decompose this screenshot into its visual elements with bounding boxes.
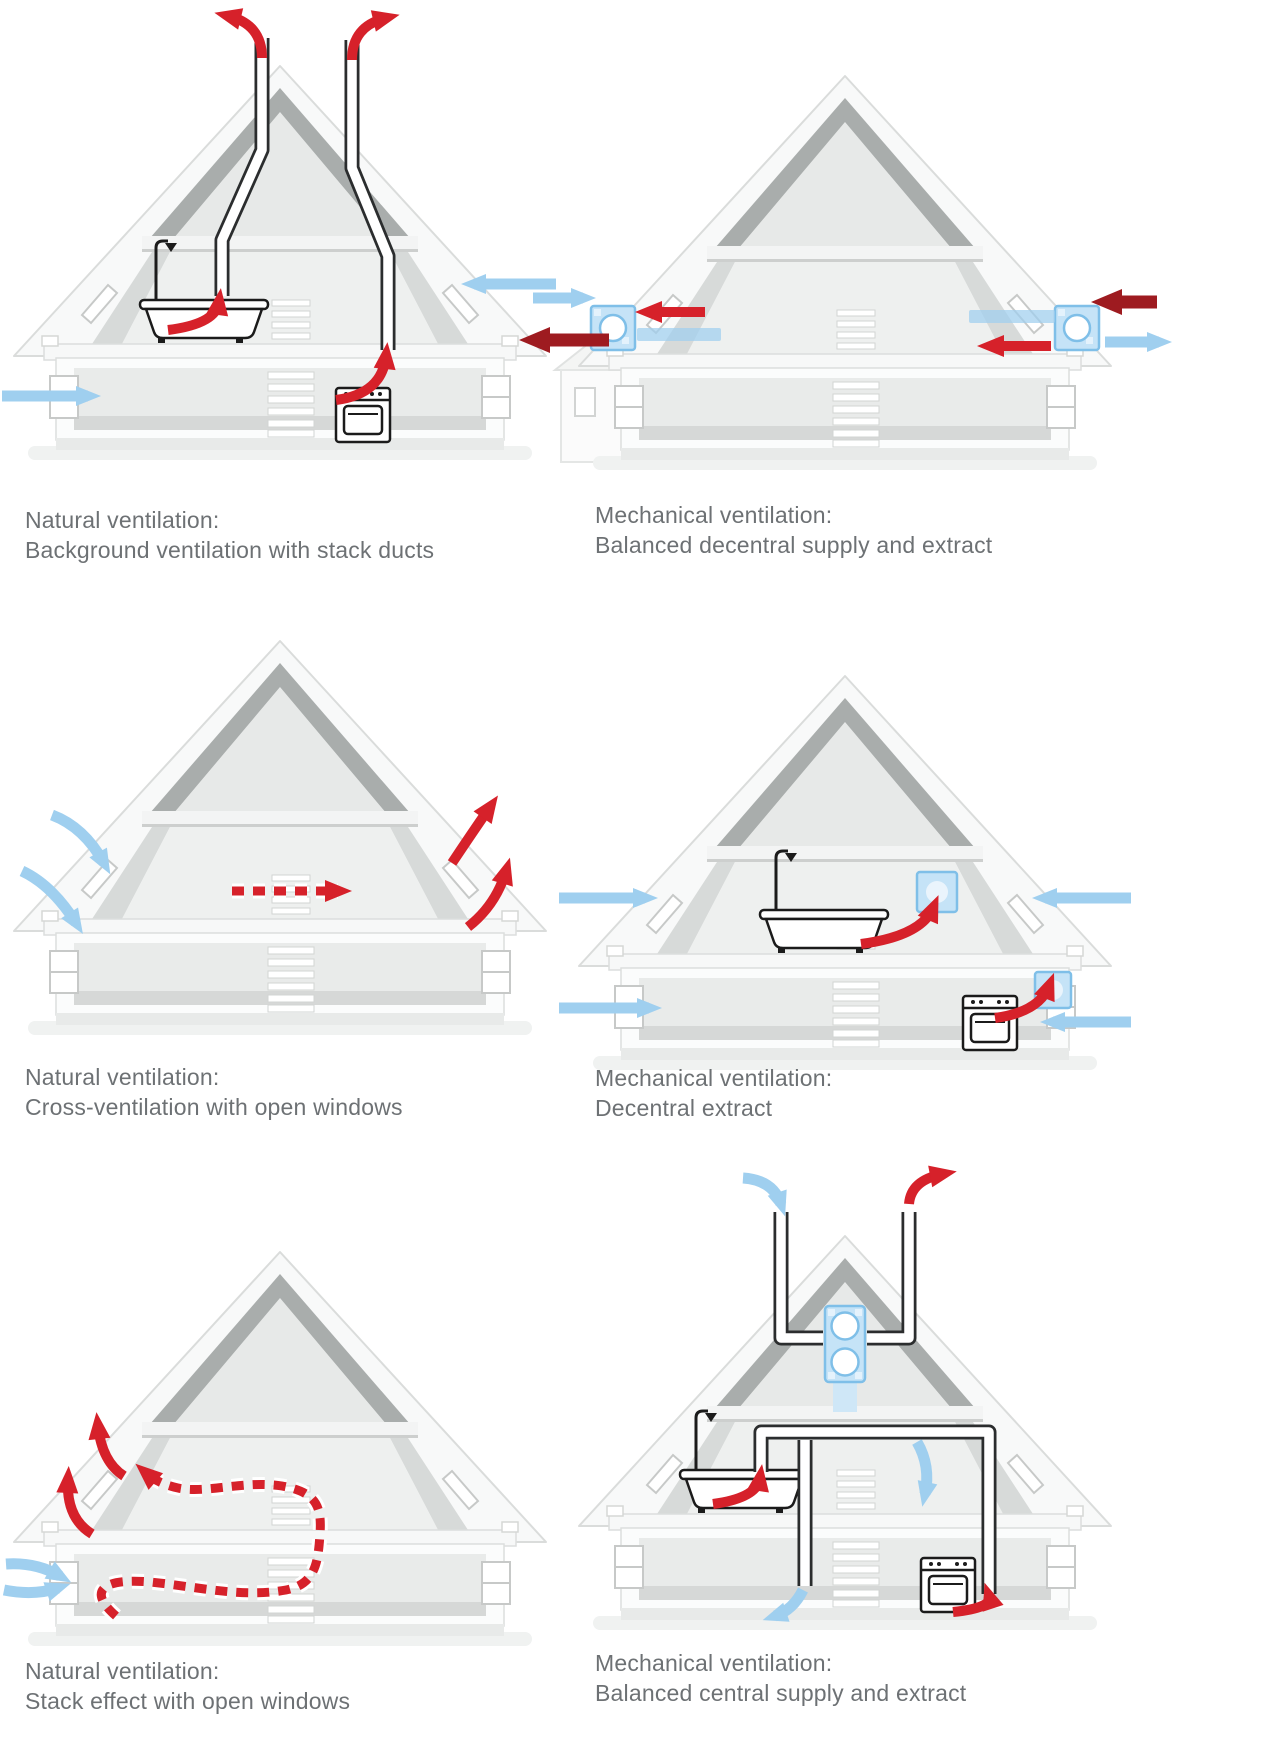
extract-arrow-roof-upper — [88, 1412, 127, 1481]
airflow-dashed-arrow — [96, 1463, 325, 1620]
oven-icon — [919, 1556, 977, 1614]
panel-natural-cross-ventilation — [0, 575, 560, 1055]
caption-decentral-extract: Mechanical ventilation: Decentral extrac… — [595, 1063, 832, 1123]
caption-line2: Stack effect with open windows — [25, 1688, 351, 1714]
shower-icon — [694, 1409, 717, 1470]
extract-arrow-roof-left — [214, 8, 267, 59]
supply-arrow-lower-floor — [762, 1587, 808, 1622]
extract-arrow-bath-to-duct — [712, 1464, 769, 1509]
extract-fan-upper-icon — [915, 870, 959, 914]
extract-arrow-exhaust — [904, 1165, 957, 1205]
extract-arrow-bath-to-fan — [860, 895, 939, 949]
extract-arrow-right-upper — [447, 795, 498, 866]
bathtub-icon — [758, 908, 890, 953]
house-illustration-decentral-extract — [559, 675, 1131, 1071]
caption-balanced-decentral: Mechanical ventilation: Balanced decentr… — [595, 500, 992, 560]
intake-duct — [773, 1212, 823, 1346]
caption-line2: Background ventilation with stack ducts — [25, 537, 435, 563]
extract-arrow-eave-lower — [56, 1466, 95, 1539]
caption-line1: Natural ventilation: — [25, 1064, 220, 1090]
panel-natural-stack-ducts — [0, 0, 560, 480]
extract-arrow-oven-to-fan — [994, 972, 1055, 1023]
shower-icon — [774, 849, 797, 910]
caption-line1: Mechanical ventilation: — [595, 1065, 833, 1091]
supply-arrow-intake — [742, 1172, 787, 1217]
house-illustration-stack-effect — [2, 1251, 547, 1647]
oven-icon — [961, 994, 1019, 1052]
stack-duct-kitchen — [344, 40, 396, 350]
caption-line1: Natural ventilation: — [25, 1658, 220, 1684]
extract-arrow-bath-to-duct — [167, 288, 229, 335]
caption-natural-stack-ducts: Natural ventilation: Background ventilat… — [25, 505, 434, 565]
caption-balanced-central: Mechanical ventilation: Balanced central… — [595, 1648, 966, 1708]
panel-mechanical-balanced-central — [565, 1075, 1125, 1650]
supply-duct-band-right — [969, 310, 1055, 323]
panel-natural-stack-effect — [0, 1186, 560, 1666]
caption-line2: Cross-ventilation with open windows — [25, 1094, 403, 1120]
caption-line1: Mechanical ventilation: — [595, 1650, 833, 1676]
extract-arrow-right-lower — [464, 857, 513, 931]
supply-arrow-window-lower — [2, 1582, 71, 1602]
caption-line1: Mechanical ventilation: — [595, 502, 833, 528]
extract-arrow-oven-to-duct — [952, 1582, 1004, 1617]
house-illustration-cross-ventilation — [13, 640, 547, 1036]
supply-duct-band-left — [637, 328, 721, 341]
exhaust-duct — [867, 1212, 917, 1346]
supply-arrow-left-upper — [49, 809, 111, 875]
extract-arrow-oven-to-duct — [335, 342, 396, 405]
stack-duct-bathroom — [214, 38, 270, 296]
caption-stack-effect: Natural ventilation: Stack effect with o… — [25, 1656, 350, 1716]
decentral-vent-unit-right-icon — [1053, 304, 1101, 352]
caption-line2: Decentral extract — [595, 1095, 773, 1121]
house-illustration-balanced-decentral — [519, 75, 1172, 471]
supply-arrow-window-upper — [5, 1558, 72, 1583]
heat-recovery-unit-icon — [823, 1304, 867, 1412]
distribution-duct — [753, 1424, 997, 1594]
panel-mechanical-decentral-extract — [559, 630, 1131, 1071]
caption-cross-ventilation: Natural ventilation: Cross-ventilation w… — [25, 1062, 403, 1122]
house-illustration-balanced-central — [578, 1165, 1112, 1631]
supply-arrow-upper-floor — [912, 1439, 938, 1507]
extract-arrow-roof-right — [347, 10, 400, 61]
caption-line2: Balanced decentral supply and extract — [595, 532, 993, 558]
supply-arrow-left-lower — [19, 866, 83, 934]
caption-line2: Balanced central supply and extract — [595, 1680, 967, 1706]
caption-line1: Natural ventilation: — [25, 507, 220, 533]
panel-mechanical-balanced-decentral — [519, 30, 1172, 490]
shower-icon — [154, 239, 177, 300]
house-illustration-stack-ducts — [2, 8, 556, 461]
